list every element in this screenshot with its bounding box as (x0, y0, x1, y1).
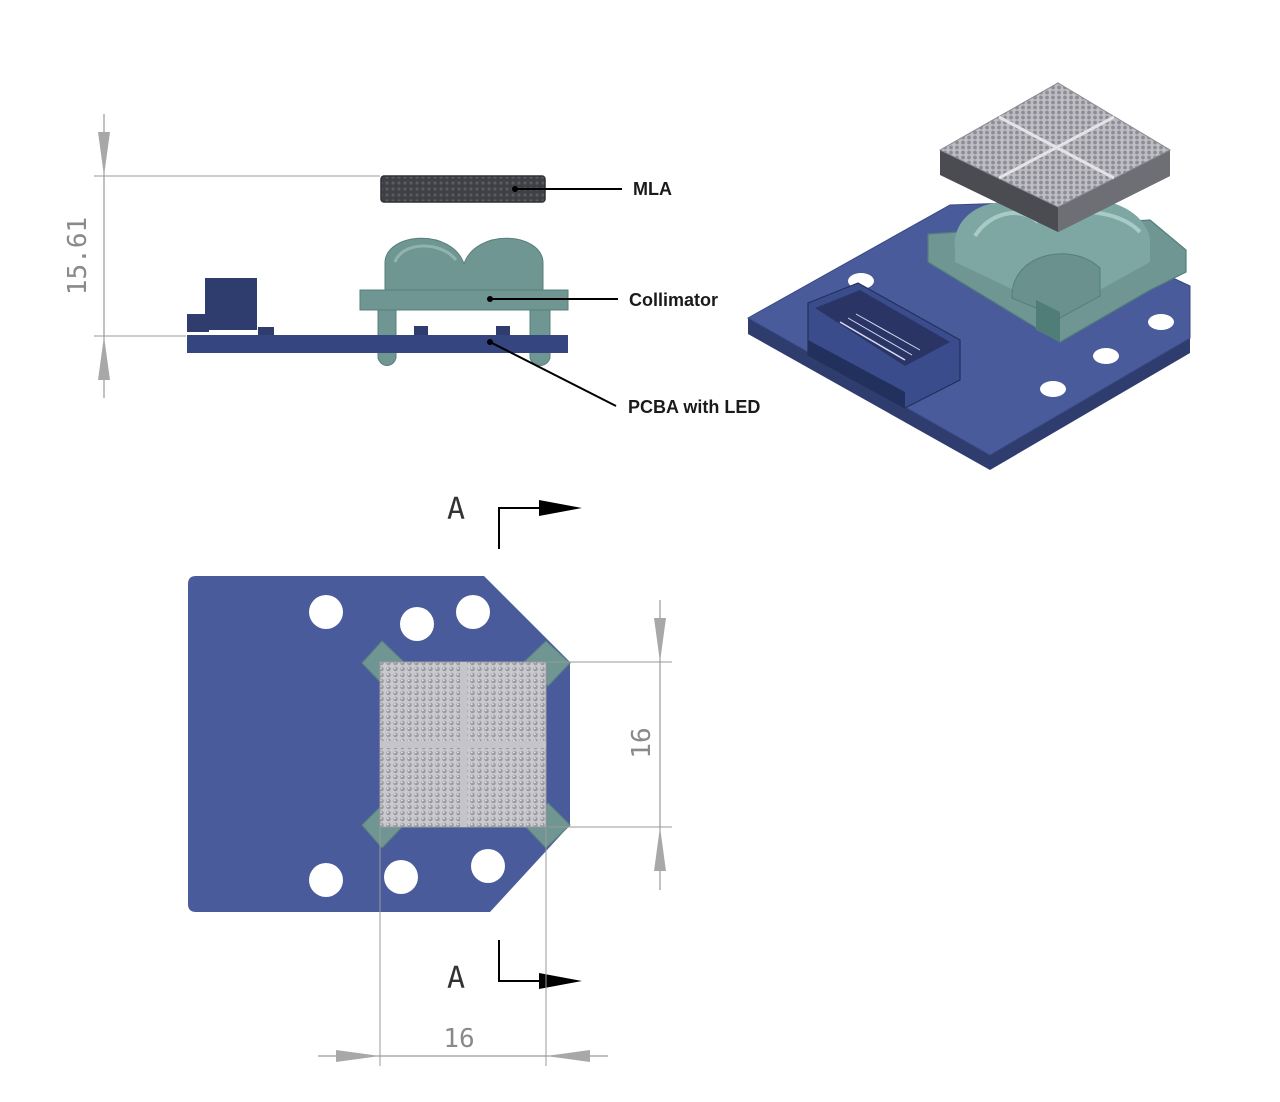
mounting-hole-top (309, 595, 343, 629)
collimator-label: Collimator (629, 290, 718, 310)
section-arrow-icon (539, 500, 582, 516)
collimator-iso (927, 199, 1187, 343)
dimension-arrow-icon (98, 132, 110, 176)
pcba-label: PCBA with LED (628, 397, 760, 417)
dimension-arrow-icon (336, 1050, 380, 1062)
pcba-side (187, 278, 568, 353)
dimension-arrow-icon (98, 336, 110, 380)
dimension-arrow-icon (654, 618, 666, 662)
top-width-dimension-value: 16 (443, 1024, 474, 1054)
mounting-hole-top (471, 849, 505, 883)
section-marker-bottom: A (447, 940, 582, 996)
pcba-leader (489, 341, 617, 407)
top-view: A (188, 492, 672, 1066)
pcb-board-top (188, 576, 570, 912)
mla-side (381, 176, 545, 202)
connector-iso (807, 282, 961, 409)
side-view: 15.61 MLA Collimator (63, 114, 760, 417)
mounting-hole-iso (1148, 314, 1174, 330)
mla-top (379, 661, 547, 828)
top-height-dimension-value: 16 (627, 727, 657, 758)
mounting-hole-iso (1093, 348, 1119, 364)
section-label-top: A (447, 492, 465, 527)
section-arrow-icon (539, 973, 582, 989)
mla-iso (938, 82, 1172, 232)
dimension-arrow-icon (546, 1050, 590, 1062)
dimension-arrow-icon (654, 827, 666, 871)
mounting-hole-iso (1040, 381, 1066, 397)
section-label-bottom: A (447, 961, 465, 996)
height-dimension: 15.61 (63, 114, 380, 398)
height-dimension-value: 15.61 (63, 217, 93, 295)
mounting-hole-top (384, 860, 418, 894)
top-width-dimension: 16 (318, 827, 608, 1066)
mounting-hole-top (309, 863, 343, 897)
mounting-hole-top (456, 595, 490, 629)
collimator-top (361, 640, 571, 849)
top-height-dimension: 16 (548, 600, 672, 890)
section-marker-top: A (447, 492, 582, 549)
mla-label: MLA (633, 179, 672, 199)
mounting-hole-top (400, 607, 434, 641)
isometric-view (746, 82, 1191, 470)
